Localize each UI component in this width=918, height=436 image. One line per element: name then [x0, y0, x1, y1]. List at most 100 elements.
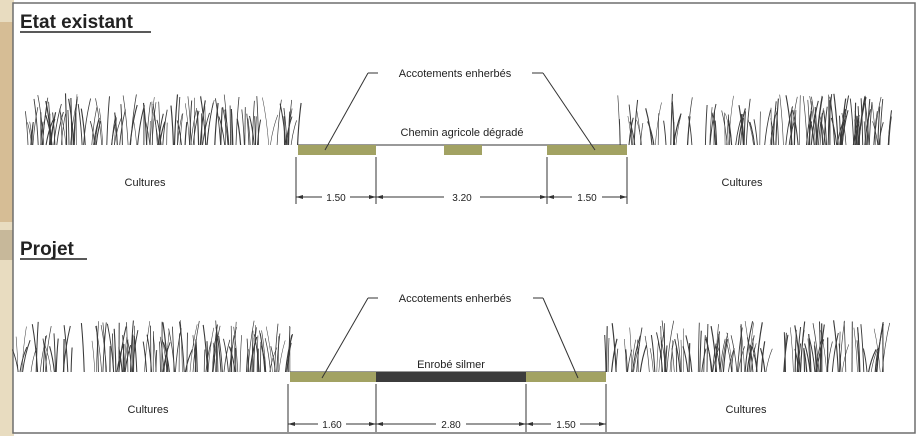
grass-blade	[35, 321, 39, 373]
grass-blade	[770, 118, 775, 146]
grass-blade	[629, 121, 636, 146]
grass-blade	[124, 339, 129, 373]
grass-blade	[286, 342, 292, 373]
grass-blade	[145, 121, 151, 146]
grass-blade	[48, 113, 51, 146]
grass-blade	[745, 98, 751, 146]
grass-blade	[22, 340, 31, 373]
grass-blade	[816, 96, 823, 146]
grass-blade	[794, 325, 801, 373]
grass-blade	[799, 95, 801, 146]
grass-blade	[100, 325, 108, 373]
grass-blade	[887, 116, 892, 146]
grass-blade	[779, 94, 784, 146]
grass-blade	[808, 338, 816, 373]
grass-blade	[256, 335, 259, 373]
grass-blade	[55, 338, 59, 373]
grass-blade	[746, 346, 753, 373]
grass-blade	[794, 329, 797, 373]
callout-leader-right	[542, 297, 579, 379]
grass-blade	[868, 102, 873, 146]
grass-blade	[42, 97, 49, 146]
grass-blade	[287, 111, 291, 146]
grass-blade	[806, 114, 811, 146]
grass-blade	[50, 112, 57, 146]
grass-blade	[663, 120, 667, 146]
grass-blade	[196, 110, 200, 146]
grass-blade	[839, 320, 845, 373]
grass-blade	[868, 349, 877, 373]
grass-blade	[650, 335, 656, 373]
grass-blade	[246, 113, 250, 146]
grass-blade	[261, 330, 267, 373]
grass-blade	[270, 114, 279, 146]
grass-blade	[697, 322, 700, 373]
grass-blade	[74, 94, 78, 146]
grass-blade	[812, 323, 820, 373]
grass-blade	[625, 349, 628, 373]
grass-blade	[215, 320, 219, 373]
grass-blade	[192, 110, 200, 146]
grass-blade	[91, 340, 96, 373]
grass-blade	[173, 94, 179, 146]
grass-blade	[860, 98, 864, 146]
grass-blade	[297, 102, 302, 146]
grass-blade	[862, 348, 868, 373]
grass-blade	[163, 342, 170, 373]
grass-blade	[176, 120, 182, 146]
grass-blade	[839, 331, 841, 373]
grass-blade	[709, 103, 717, 146]
grass-blade	[170, 105, 174, 146]
grass-blade	[627, 115, 632, 146]
grass-blade	[224, 109, 227, 146]
grass-blade	[89, 120, 96, 146]
grass-blade	[856, 340, 860, 373]
grass-blade	[77, 103, 83, 146]
grass-blade	[95, 98, 103, 146]
grass-blade	[637, 339, 639, 373]
dimension-arrow	[288, 422, 295, 426]
grass-blade	[737, 108, 746, 146]
grass-blade	[158, 101, 161, 146]
grass-blade	[670, 93, 673, 146]
road-label: Enrobé silmer	[417, 359, 485, 371]
map-fragment-detail-2	[0, 230, 14, 260]
grass-blade	[83, 98, 91, 146]
grass-blade	[190, 108, 198, 146]
grass-blade	[244, 107, 246, 146]
grass-blade	[661, 320, 667, 373]
grass-blade	[829, 96, 836, 146]
grass-blade	[64, 93, 68, 146]
shoulder-left	[290, 372, 376, 382]
grass-blade	[212, 342, 216, 373]
callout-label: Accotements enherbés	[399, 293, 512, 305]
grass-blade	[827, 94, 833, 146]
grass-blade	[818, 112, 823, 146]
grass-blade	[189, 324, 198, 373]
grass-blade	[808, 333, 812, 373]
grass-blade	[749, 121, 756, 146]
grass-blade	[860, 324, 865, 373]
grass-blade	[819, 321, 821, 373]
grass-blade	[246, 338, 250, 373]
grass-blade	[705, 336, 712, 373]
grass-blade	[186, 332, 188, 373]
grass-blade	[624, 338, 627, 373]
grass-blade	[118, 326, 127, 373]
grass-blade	[772, 101, 777, 146]
grass-blade	[127, 340, 133, 373]
grass-blade	[794, 110, 797, 146]
grass-blade	[804, 343, 811, 373]
grass-blade	[699, 330, 702, 373]
grass-blade	[656, 332, 664, 373]
field-left-label: Cultures	[125, 177, 166, 189]
grass-blade	[133, 336, 138, 373]
grass-blade	[254, 116, 256, 146]
grass-blade	[95, 121, 102, 146]
grass-blade	[841, 344, 850, 373]
grass-blade	[241, 109, 245, 146]
grass-blade	[788, 122, 795, 146]
grass-blade	[233, 326, 239, 373]
field-left-label: Cultures	[128, 404, 169, 416]
